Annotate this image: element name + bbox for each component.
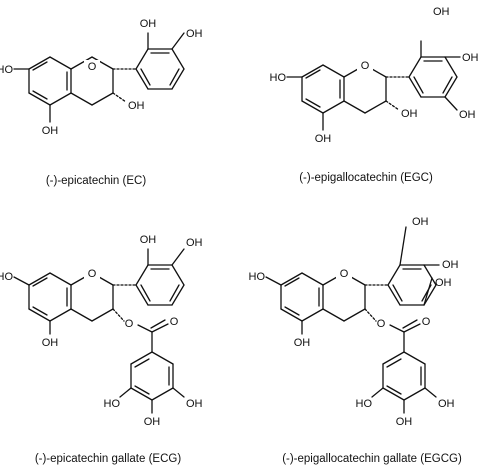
egcg-carbonyl-oxygen: O [422, 316, 431, 328]
egcg-oh-b5: OH [435, 277, 452, 289]
ecg-caption: (-)-epicatechin gallate (ECG) [35, 453, 182, 465]
egc-oh-b3: OH [433, 6, 450, 18]
ec-caption: (-)-epicatechin (EC) [46, 175, 146, 187]
ecg-ho-left: HO [0, 271, 13, 283]
egc-oh-c3: OH [401, 108, 418, 120]
ecg-gallate-oh-right: OH [186, 398, 203, 410]
egcg-oh-b4: OH [442, 259, 459, 271]
egcg-gallate-oh-bottom: OH [396, 416, 413, 428]
ecg-ring-oxygen: O [88, 268, 97, 280]
egcg-gallate-oh-right: OH [438, 398, 455, 410]
ecg-carbonyl-oxygen: O [170, 316, 179, 328]
egcg-oh-bottom: OH [294, 337, 311, 349]
egcg-caption: (-)-epigallocatechin gallate (EGCG) [282, 453, 462, 465]
egc-caption: (-)-epigallocatechin (EGC) [299, 172, 433, 184]
egcg-bonds [265, 226, 440, 414]
egc-oh-b4: OH [462, 52, 479, 64]
egc-oh-bottom: OH [315, 133, 332, 145]
ec-ring-oxygen-mask [84, 60, 100, 74]
egcg-ester-oxygen: O [377, 318, 386, 330]
ec-ho-left: HO [0, 64, 13, 76]
ecg-ring-oxygen-mask [84, 266, 100, 280]
structure-egc: O HO OH OH OH OH OH (-)-epigallocatechin… [270, 6, 479, 184]
ecg-oh-b3: OH [140, 234, 157, 246]
ec-oh-c3: OH [128, 100, 145, 112]
ec-oh-b3: OH [140, 18, 157, 30]
ec-oh-b4: OH [186, 28, 203, 40]
egc-oh-b5: OH [459, 109, 476, 121]
ecg-gallate-ho: HO [104, 398, 121, 410]
structure-ecg: O O O HO OH OH OH HO OH OH (-)-epicatech… [0, 234, 203, 465]
egc-ho-left: HO [270, 72, 287, 84]
egcg-ring-oxygen: O [340, 268, 349, 280]
egcg-gallate-ho: HO [356, 398, 373, 410]
ecg-ester-oxygen: O [125, 318, 134, 330]
ec-bonds [13, 32, 185, 123]
egc-ring-oxygen-mask [357, 58, 373, 72]
ecg-oh-bottom: OH [42, 337, 59, 349]
egcg-oh-b3: OH [412, 216, 429, 228]
egc-ring-oxygen: O [361, 60, 370, 72]
ecg-gallate-oh-bottom: OH [144, 416, 161, 428]
ecg-oh-b4: OH [186, 237, 203, 249]
ec-oh-bottom: OH [42, 125, 59, 137]
ecg-bonds [13, 248, 185, 414]
egcg-ring-oxygen-mask [336, 266, 352, 280]
egcg-ho-left: HO [249, 271, 266, 283]
structure-ec: O HO OH OH OH OH (-)-epicatechin (EC) [0, 18, 203, 187]
ec-ring-oxygen: O [88, 61, 97, 73]
structure-egcg: O O O HO OH OH OH OH HO OH OH (-)-epigal… [249, 216, 462, 465]
egc-bonds [286, 40, 461, 131]
